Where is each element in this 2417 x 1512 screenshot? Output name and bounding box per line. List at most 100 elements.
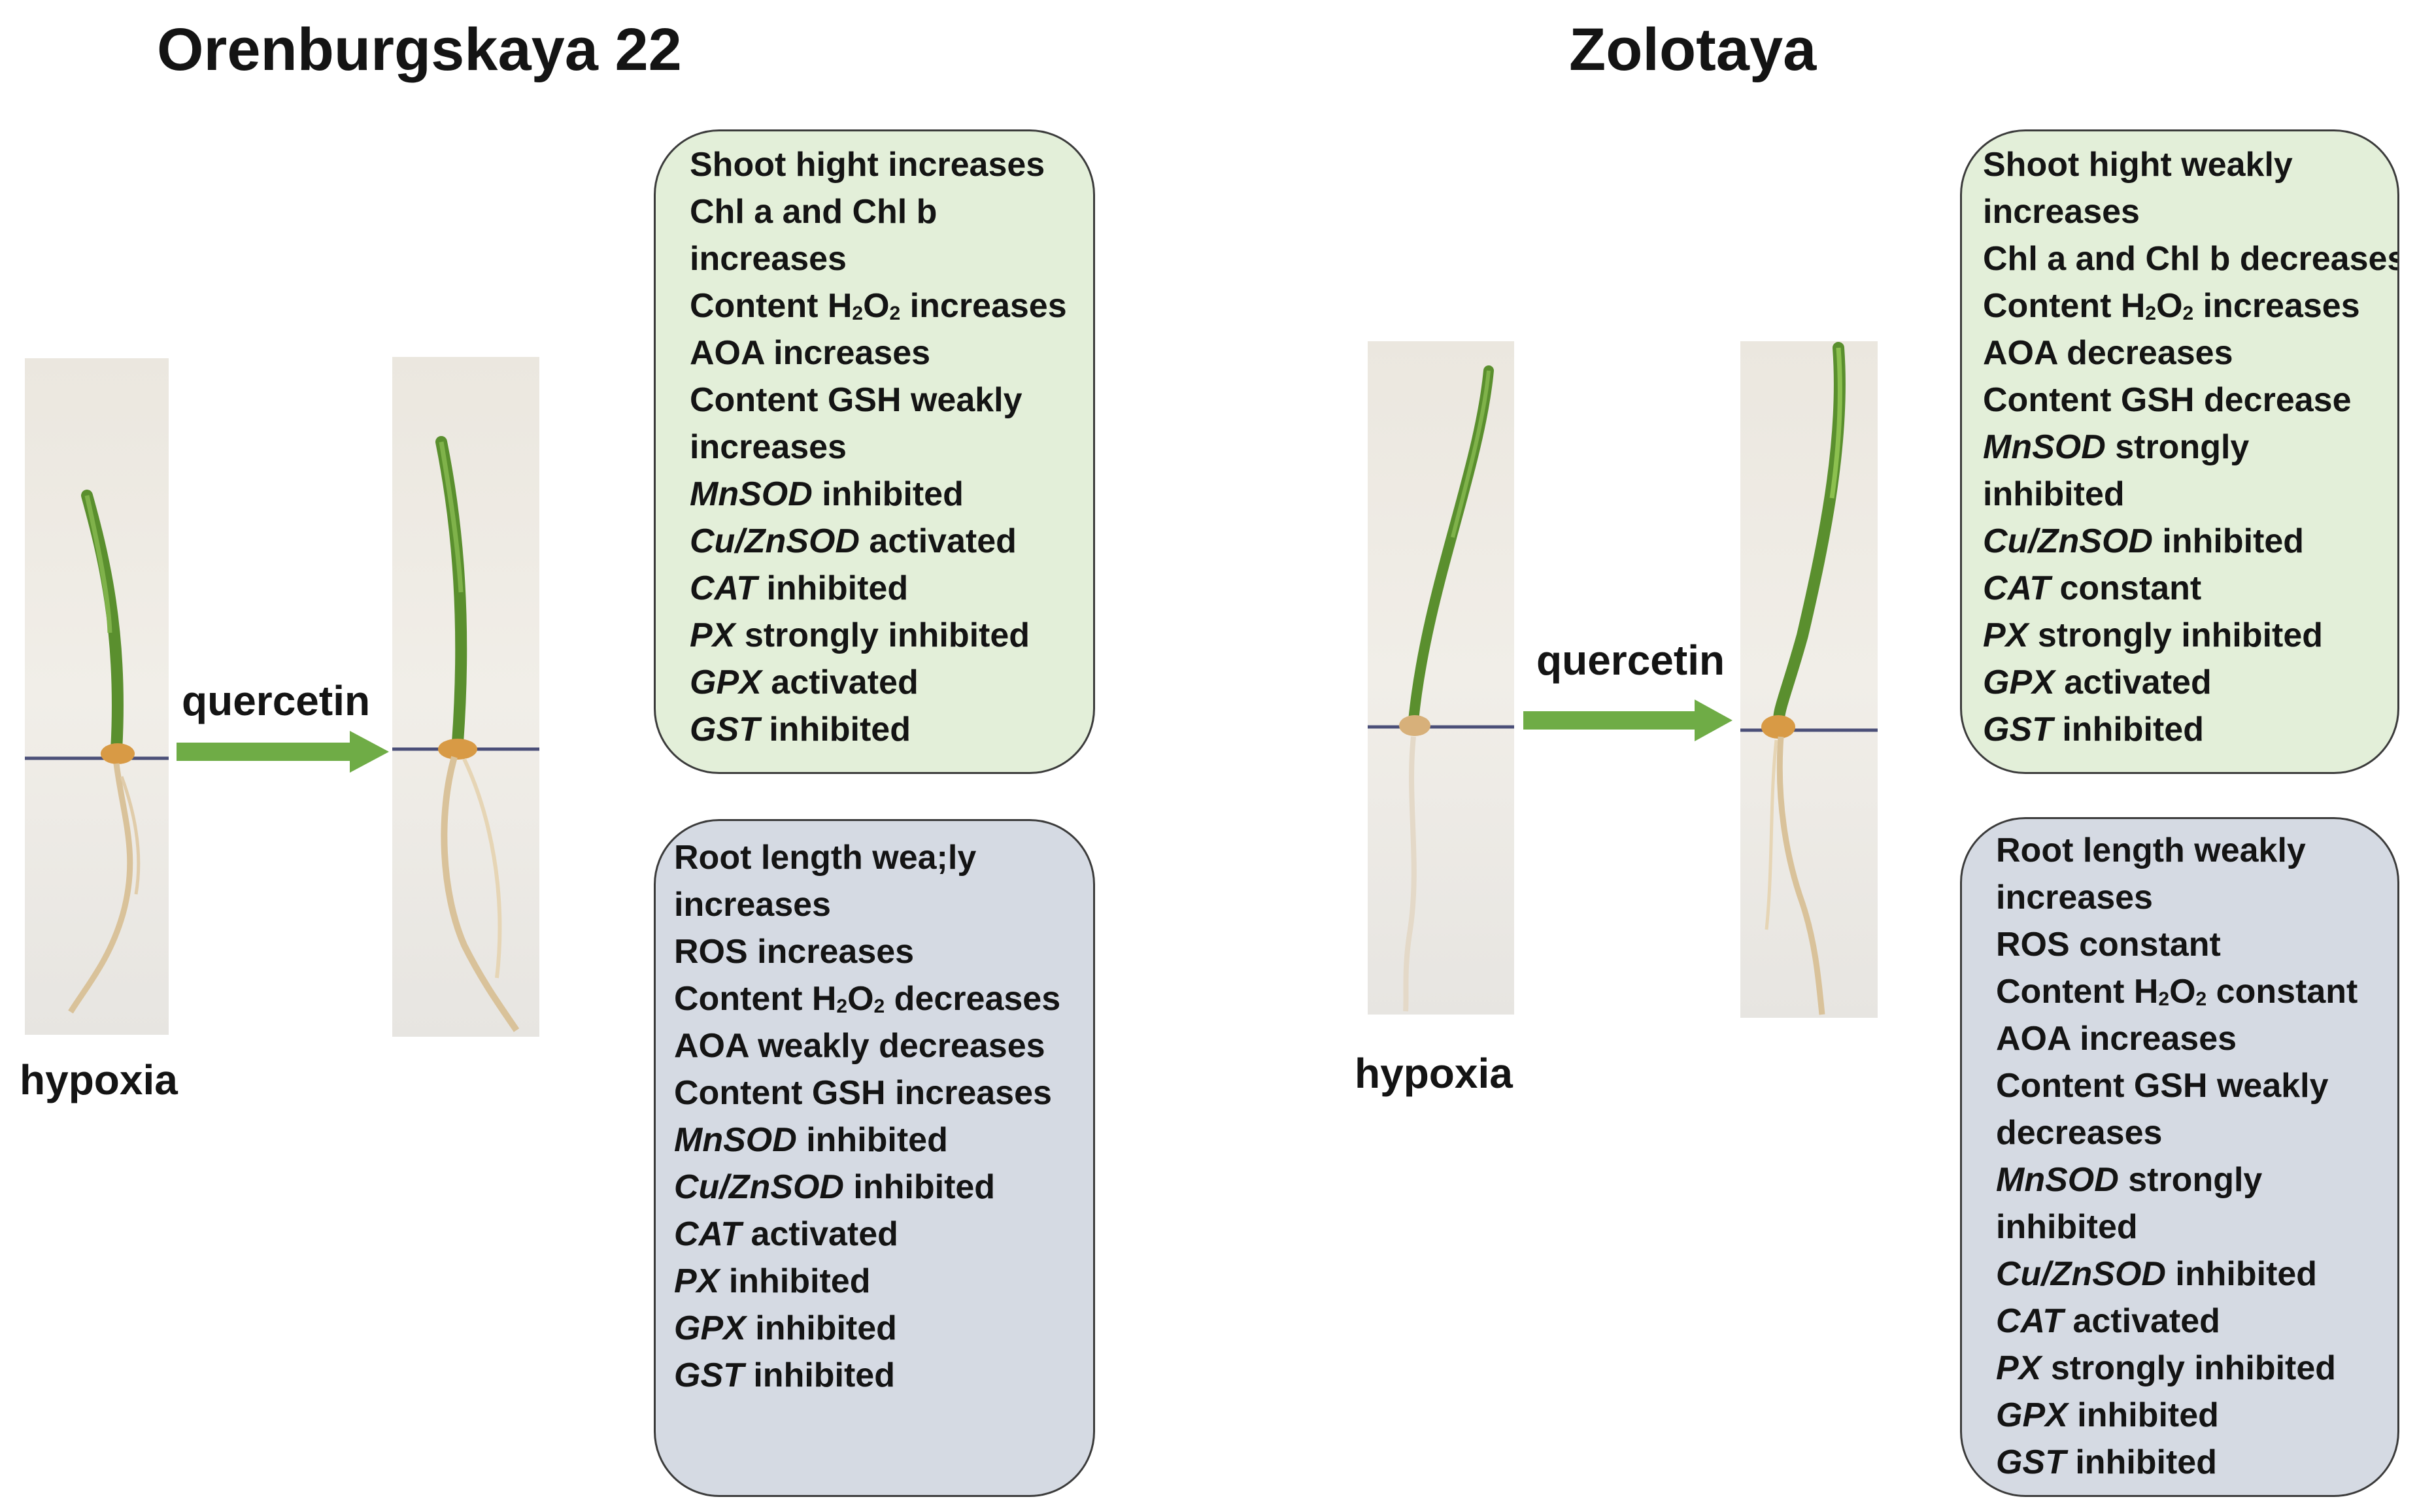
effect-line: Cu/ZnSOD inhibited (674, 1164, 1087, 1211)
effect-text: inhibited (745, 1309, 897, 1347)
subscript: 2 (889, 303, 901, 324)
treatment-label: quercetin (182, 677, 371, 724)
effect-line: inhibited (1983, 471, 2391, 518)
gene-name: GST (1996, 1443, 2066, 1481)
effect-text: AOA increases (1996, 1020, 2237, 1058)
gene-name: GST (690, 711, 760, 748)
gene-name: Cu/ZnSOD (690, 522, 860, 560)
effect-text: increases (690, 240, 847, 278)
effect-line: Root length weakly (1996, 827, 2391, 874)
gene-name: CAT (1983, 569, 2051, 607)
treatment-arrow (177, 731, 389, 773)
effect-line: Content H2O2 increases (1983, 282, 2391, 329)
effect-line: Content GSH increases (674, 1069, 1087, 1117)
effect-text: strongly inhibited (2028, 616, 2324, 654)
gene-name: MnSOD (1983, 428, 2106, 466)
effect-line: PX strongly inhibited (1996, 1345, 2391, 1392)
gene-name: GPX (1996, 1396, 2068, 1434)
effect-line: increases (1996, 874, 2391, 921)
effect-line: MnSOD inhibited (690, 471, 1087, 518)
effect-text: Content GSH weakly (1996, 1067, 2329, 1105)
variety-title-zolotaya: Zolotaya (1569, 16, 1817, 83)
gene-name: MnSOD (1996, 1161, 2119, 1199)
effect-text: Chl a and Chl b (690, 193, 938, 231)
gene-name: CAT (674, 1215, 742, 1253)
gene-name: PX (1983, 616, 2029, 654)
effect-text: AOA decreases (1983, 334, 2233, 372)
gene-name: GPX (674, 1309, 746, 1347)
seedling-photo-hypoxia (25, 358, 169, 1035)
effect-text: O (847, 980, 874, 1018)
effect-line: GPX inhibited (674, 1305, 1087, 1352)
effect-line: CAT constant (1983, 565, 2391, 612)
effect-text: constant (2206, 973, 2358, 1011)
effect-line: Root length wea;ly (674, 834, 1087, 881)
effect-text: decreases (885, 980, 1061, 1018)
effect-line: Chl a and Chl b (690, 188, 1087, 235)
condition-label: hypoxia (20, 1056, 178, 1103)
effect-line: GPX activated (690, 659, 1087, 706)
effect-text: inhibited (812, 475, 964, 513)
effect-text: Root length weakly (1996, 832, 2306, 869)
effect-line: ROS constant (1996, 921, 2391, 968)
effect-line: Content GSH weakly (690, 377, 1087, 424)
effect-text: Root length wea;ly (674, 839, 977, 877)
effect-line: AOA increases (690, 329, 1087, 377)
effect-text: activated (741, 1215, 898, 1253)
effect-text: inhibited (757, 569, 909, 607)
seedling-photo-quercetin (392, 357, 539, 1037)
effect-line: Content GSH decrease (1983, 377, 2391, 424)
subscript: 2 (2158, 988, 2170, 1010)
seedling-photo-hypoxia (1368, 341, 1514, 1015)
gene-name: GST (1983, 711, 2053, 748)
subscript: 2 (852, 303, 864, 324)
effect-line: MnSOD strongly (1996, 1156, 2391, 1203)
effect-text: activated (761, 664, 919, 701)
effect-line: Cu/ZnSOD inhibited (1996, 1251, 2391, 1298)
effect-line: GST inhibited (674, 1352, 1087, 1399)
effect-line: CAT activated (1996, 1298, 2391, 1345)
effect-line: ROS increases (674, 928, 1087, 975)
effect-text: AOA increases (690, 334, 931, 372)
subscript: 2 (2145, 303, 2157, 324)
effect-line: MnSOD strongly (1983, 424, 2391, 471)
gene-name: Cu/ZnSOD (1983, 522, 2153, 560)
effect-text: Content GSH increases (674, 1074, 1052, 1112)
effect-text: Shoot hight increases (690, 146, 1045, 184)
effect-line: Content H2O2 increases (690, 282, 1087, 329)
effect-text: strongly inhibited (735, 616, 1030, 654)
effect-line: Chl a and Chl b decreases (1983, 235, 2397, 282)
gene-name: Cu/ZnSOD (674, 1168, 844, 1206)
effect-text: inhibited (2165, 1255, 2318, 1293)
effect-text: Content H (1983, 287, 2146, 325)
effect-text: O (2169, 973, 2196, 1011)
effect-text: increases (1983, 193, 2140, 231)
effect-line: Content GSH weakly (1996, 1062, 2391, 1109)
subscript: 2 (836, 996, 848, 1017)
effect-line: PX inhibited (674, 1258, 1087, 1305)
gene-name: PX (1996, 1349, 2042, 1387)
effect-line: CAT activated (674, 1211, 1087, 1258)
gene-name: GPX (690, 664, 762, 701)
gene-name: GST (674, 1356, 744, 1394)
effect-line: inhibited (1996, 1203, 2391, 1251)
effect-line: Shoot hight increases (690, 141, 1087, 188)
gene-name: PX (690, 616, 735, 654)
effect-text: Content H (690, 287, 853, 325)
gene-name: PX (674, 1262, 720, 1300)
variety-title-orenburgskaya: Orenburgskaya 22 (157, 16, 682, 83)
effect-line: GPX inhibited (1996, 1392, 2391, 1439)
effect-text: Shoot hight weakly (1983, 146, 2293, 184)
effect-line: GST inhibited (1996, 1439, 2391, 1486)
effect-text: activated (2063, 1302, 2220, 1340)
effect-text: increases (1996, 879, 2153, 916)
effect-text: inhibited (796, 1121, 948, 1159)
effect-line: GPX activated (1983, 659, 2391, 706)
